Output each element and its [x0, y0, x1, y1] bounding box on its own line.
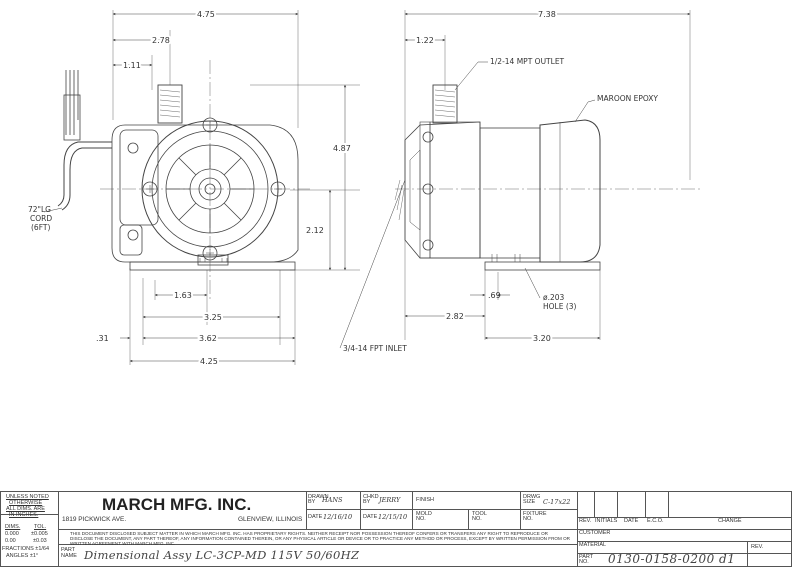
dim-mount-to-hole: 2.82 [446, 312, 464, 321]
tol-row2-b: ±0.03 [33, 538, 47, 544]
unless-noted-1: UNLESS NOTED [6, 494, 49, 500]
dim-axis-height: 2.12 [306, 226, 324, 235]
part-number: 0130-0158-0200 d1 [608, 552, 736, 566]
dim-base-length: 3.20 [533, 334, 551, 343]
technical-drawing: 4.75 2.78 1.11 4.87 2.12 1.63 3.25 3.62 … [28, 8, 700, 368]
note-outlet: 1/2-14 MPT OUTLET [490, 57, 565, 66]
dims-header: DIMS. [5, 524, 21, 530]
chkd-by-label: CHKD BY [363, 494, 379, 505]
date-drawn: 12/16/10 [323, 513, 353, 521]
material-label: MATERIAL [579, 542, 607, 548]
part-no-label: PART NO. [579, 554, 594, 565]
title-block: UNLESS NOTED OTHERWISE ALL DIMS. ARE IN … [0, 491, 792, 567]
initials-label: INITIALS [595, 518, 618, 524]
company-address: 1819 PICKWICK AVE. [62, 516, 127, 523]
tol-header: TOL. [34, 524, 47, 530]
side-dimension-lines [339, 12, 691, 349]
drawn-by-label: DRAWN BY [308, 494, 329, 505]
rev-label: REV. [579, 518, 592, 524]
fixture-no-label: FIXTURE NO. [523, 511, 547, 522]
customer-label: CUSTOMER [579, 530, 611, 536]
note-inlet: 3/4-14 FPT INLET [343, 344, 407, 353]
dim-hole-offset: .69 [488, 291, 501, 300]
date-label-2: DATE [363, 514, 378, 520]
front-view [57, 10, 360, 365]
note-cord-1: 72"LG [28, 205, 51, 214]
part-name: Dimensional Assy LC-3CP-MD 115V 50/60HZ [84, 548, 360, 562]
dim-base-offset: .31 [96, 334, 109, 343]
dim-foot-hole-1: 1.63 [174, 291, 192, 300]
rev-label-2: REV. [751, 544, 764, 550]
drwg-size-label: DRWG SIZE [523, 494, 541, 505]
dim-overall-length: 7.38 [538, 10, 556, 19]
tol-row1-b: ±0.005 [31, 531, 48, 537]
unless-noted-2: OTHERWISE [9, 500, 43, 506]
company-city: GLENVIEW, ILLINOIS [238, 516, 303, 523]
unless-noted-4: IN INCHES. [9, 512, 39, 518]
dim-outlet-side-offset: 1.22 [416, 36, 434, 45]
finish-label: FINISH [416, 497, 435, 503]
dim-base-width: 3.62 [199, 334, 217, 343]
mold-no-label: MOLD NO. [416, 511, 432, 522]
angles-tol: ANGLES ±1° [6, 553, 39, 559]
note-epoxy: MAROON EPOXY [597, 94, 658, 103]
tol-row1-a: 0.000 [5, 531, 19, 537]
date-label-rev: DATE [624, 518, 639, 524]
note-cord-3: (6FT) [31, 223, 50, 232]
front-dimension-lines [43, 12, 347, 363]
drawn-by: HANS [322, 496, 343, 504]
tol-row2-a: 0.00 [5, 538, 16, 544]
note-hole-2: HOLE (3) [543, 302, 577, 311]
part-name-label: PART NAME [61, 547, 77, 559]
side-view [394, 10, 700, 340]
date-label-1: DATE [308, 514, 323, 520]
dim-foot-hole-2: 3.25 [204, 313, 222, 322]
proprietary-notice: THIS DOCUMENT DISCLOSED SUBJECT MATTER I… [70, 531, 570, 547]
drwg-size: C-17x22 [543, 498, 571, 506]
date-chkd: 12/15/10 [378, 513, 408, 521]
note-hole-1: ø.203 [543, 293, 565, 302]
company-name: MARCH MFG. INC. [102, 495, 252, 514]
dim-height: 4.87 [333, 144, 351, 153]
dim-base-overall: 4.25 [200, 357, 218, 366]
tool-no-label: TOOL NO. [472, 511, 487, 522]
dim-inlet-offset: 2.78 [152, 36, 170, 45]
fractions-tol: FRACTIONS ±1/64 [2, 546, 50, 552]
eco-label: E.C.O. [647, 518, 664, 524]
chkd-by: JERRY [379, 496, 401, 504]
change-label: CHANGE [718, 518, 742, 524]
dim-overall-width: 4.75 [197, 10, 215, 19]
dim-outlet-offset: 1.11 [123, 61, 141, 70]
note-cord-2: CORD [30, 214, 52, 223]
unless-noted-3: ALL DIMS. ARE [6, 506, 45, 512]
